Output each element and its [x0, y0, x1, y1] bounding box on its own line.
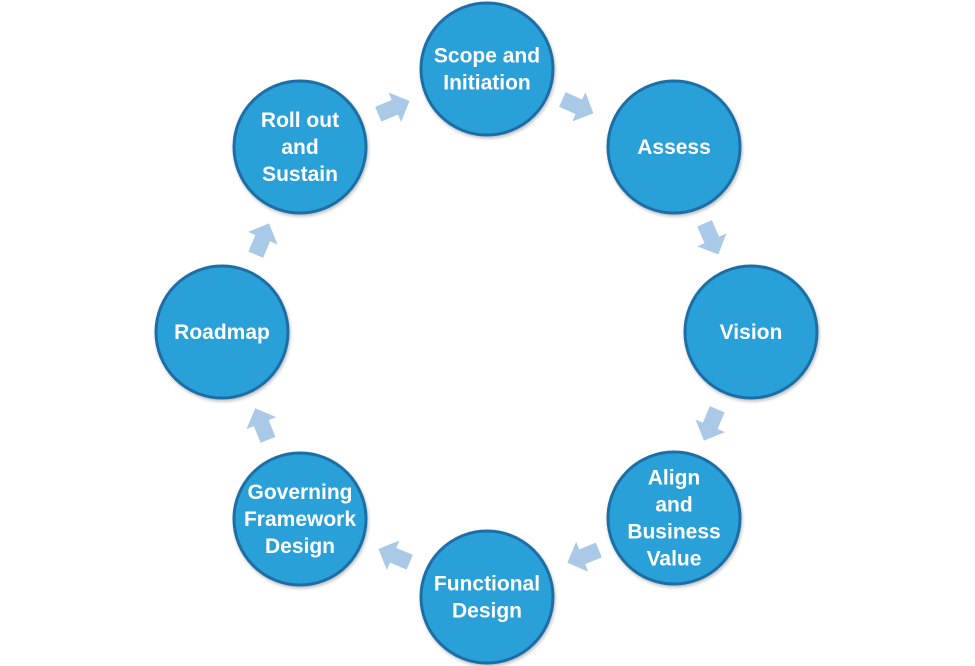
stage-circle [683, 264, 819, 400]
block-arrow-icon [559, 92, 594, 122]
block-arrow-icon [246, 408, 277, 443]
block-arrow-icon [695, 406, 725, 441]
stage-circle [606, 450, 742, 586]
stage-label-line: Governing [247, 481, 352, 504]
stage-circle [606, 79, 742, 215]
block-arrow-icon [248, 223, 278, 258]
stage-label: Assess [637, 136, 711, 159]
stage-label-line: Assess [637, 136, 711, 159]
stage-node-vision: Vision [683, 264, 819, 400]
stage-label-line: Value [647, 548, 702, 571]
stage-label-line: Roll out [261, 109, 339, 132]
stage-label-line: and [281, 136, 318, 159]
stage-circle [232, 451, 368, 587]
stage-circle [154, 264, 290, 400]
stage-node-roadmap: Roadmap [154, 264, 290, 400]
stage-circle [419, 529, 555, 665]
stage-label-line: Functional [434, 573, 540, 596]
block-arrow-icon [697, 220, 727, 255]
stage-label-line: Design [265, 535, 335, 558]
stage-node-assess: Assess [606, 79, 742, 215]
stage-label-line: and [655, 494, 692, 517]
block-arrow-icon [378, 540, 413, 570]
stage-label: Roadmap [174, 321, 270, 344]
block-arrow-icon [375, 92, 410, 122]
block-arrow-icon [567, 541, 602, 572]
stage-label-line: Align [648, 467, 701, 490]
stage-label-line: Vision [720, 321, 783, 344]
stage-label-line: Business [627, 521, 720, 544]
stage-circle [419, 1, 555, 137]
stage-circle [232, 79, 368, 215]
stage-label-line: Framework [244, 508, 356, 531]
stage-label-line: Scope and [434, 45, 540, 68]
stage-label-line: Initiation [443, 72, 531, 95]
stage-label-line: Roadmap [174, 321, 270, 344]
stage-label-line: Design [452, 600, 522, 623]
stage-label-line: Sustain [262, 163, 338, 186]
stage-label: Vision [720, 321, 783, 344]
